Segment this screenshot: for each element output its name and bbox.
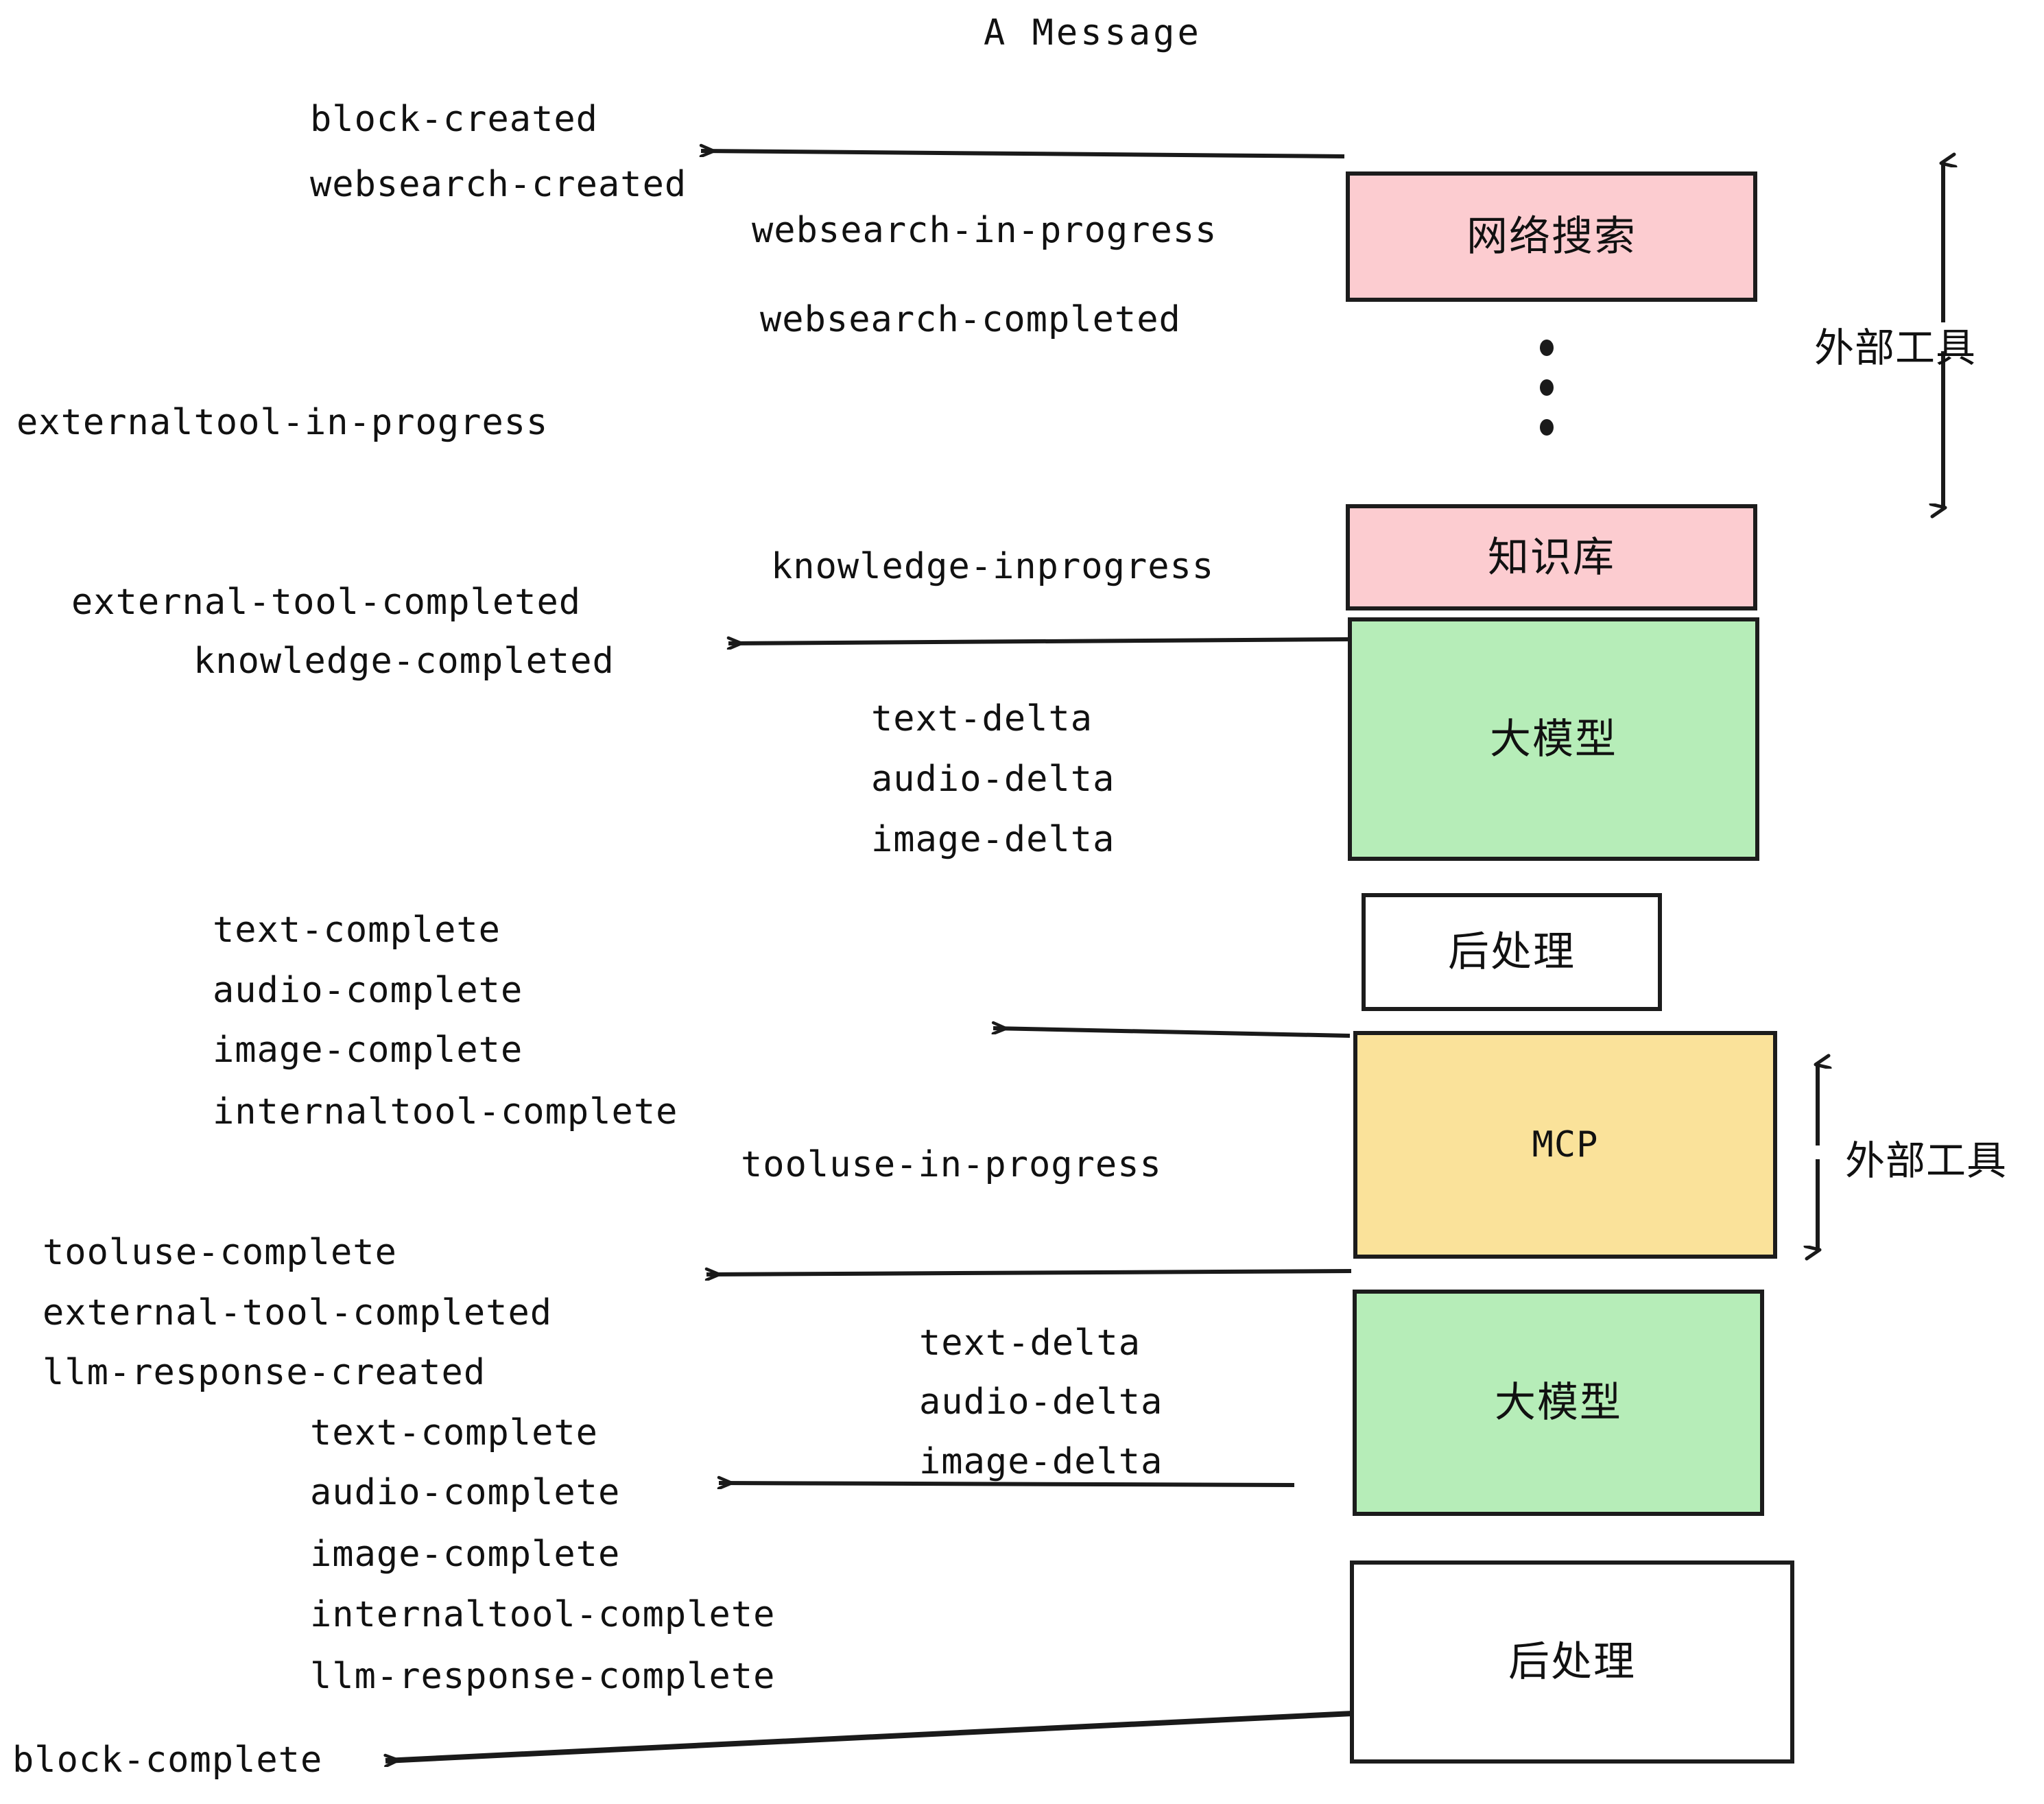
event-tooluse-complete: tooluse-complete — [43, 1232, 397, 1273]
node-llm-second[interactable]: 大模型 — [1353, 1290, 1764, 1516]
node-label: 网络搜索 — [1466, 213, 1637, 261]
node-knowledge[interactable]: 知识库 — [1346, 504, 1757, 610]
node-label: 大模型 — [1495, 1379, 1622, 1427]
event-block-complete: block-complete — [12, 1740, 323, 1781]
event-text-complete-first: text-complete — [213, 910, 501, 951]
arrow-audio-complete — [719, 1483, 1295, 1485]
arrow-knowledge-completed — [728, 639, 1351, 643]
node-postprocess-first[interactable]: 后处理 — [1362, 893, 1662, 1011]
event-websearch-completed: websearch-completed — [760, 299, 1181, 340]
ellipsis-dots — [1540, 340, 1554, 459]
event-knowledge-completed: knowledge-completed — [193, 641, 615, 682]
event-internaltool-complete-second: internaltool-complete — [310, 1594, 776, 1635]
node-label: 大模型 — [1490, 715, 1617, 763]
arrow-websearch-created — [701, 151, 1345, 158]
event-llm-response-created: llm-response-created — [43, 1352, 486, 1393]
event-image-delta-second: image-delta — [919, 1441, 1163, 1482]
event-text-delta-first: text-delta — [871, 698, 1093, 739]
arrow-image-complete — [993, 1028, 1351, 1038]
node-label: 知识库 — [1488, 533, 1615, 582]
event-internaltool-complete-first: internaltool-complete — [213, 1091, 678, 1132]
event-text-delta-second: text-delta — [919, 1322, 1141, 1364]
arrow-block-complete — [385, 1711, 1353, 1761]
event-audio-delta-second: audio-delta — [919, 1381, 1163, 1423]
node-mcp[interactable]: MCP — [1353, 1031, 1777, 1259]
node-label: MCP — [1532, 1124, 1599, 1165]
event-external-tool-completed-first: external-tool-completed — [71, 582, 582, 623]
event-audio-delta-first: audio-delta — [871, 759, 1115, 800]
event-image-delta-first: image-delta — [871, 819, 1115, 860]
event-tooluse-in-progress: tooluse-in-progress — [741, 1144, 1162, 1185]
event-external-tool-completed-second: external-tool-completed — [43, 1292, 553, 1333]
event-image-complete-second: image-complete — [310, 1534, 621, 1575]
event-websearch-in-progress: websearch-in-progress — [752, 210, 1217, 251]
node-llm-first[interactable]: 大模型 — [1348, 617, 1759, 861]
node-websearch[interactable]: 网络搜索 — [1346, 171, 1757, 302]
event-websearch-created: websearch-created — [310, 164, 687, 205]
event-llm-response-complete: llm-response-complete — [310, 1656, 776, 1697]
node-label: 后处理 — [1508, 1638, 1636, 1686]
event-text-complete-second: text-complete — [310, 1412, 598, 1453]
event-audio-complete-first: audio-complete — [213, 970, 523, 1011]
event-audio-complete-second: audio-complete — [310, 1472, 621, 1513]
event-knowledge-inprogress: knowledge-inprogress — [771, 546, 1215, 587]
arrow-tooluse-complete — [706, 1271, 1352, 1274]
event-externaltool-in-progress: externaltool-in-progress — [16, 402, 549, 443]
side-label-external-tools-top: 外部工具 — [1814, 324, 1977, 371]
diagram-title: A Message — [984, 12, 1202, 54]
node-postprocess-second[interactable]: 后处理 — [1350, 1560, 1794, 1764]
side-label-external-tools-bottom: 外部工具 — [1845, 1137, 2008, 1184]
event-image-complete-first: image-complete — [213, 1030, 523, 1071]
node-label: 后处理 — [1448, 928, 1576, 976]
event-block-created: block-created — [310, 99, 598, 140]
